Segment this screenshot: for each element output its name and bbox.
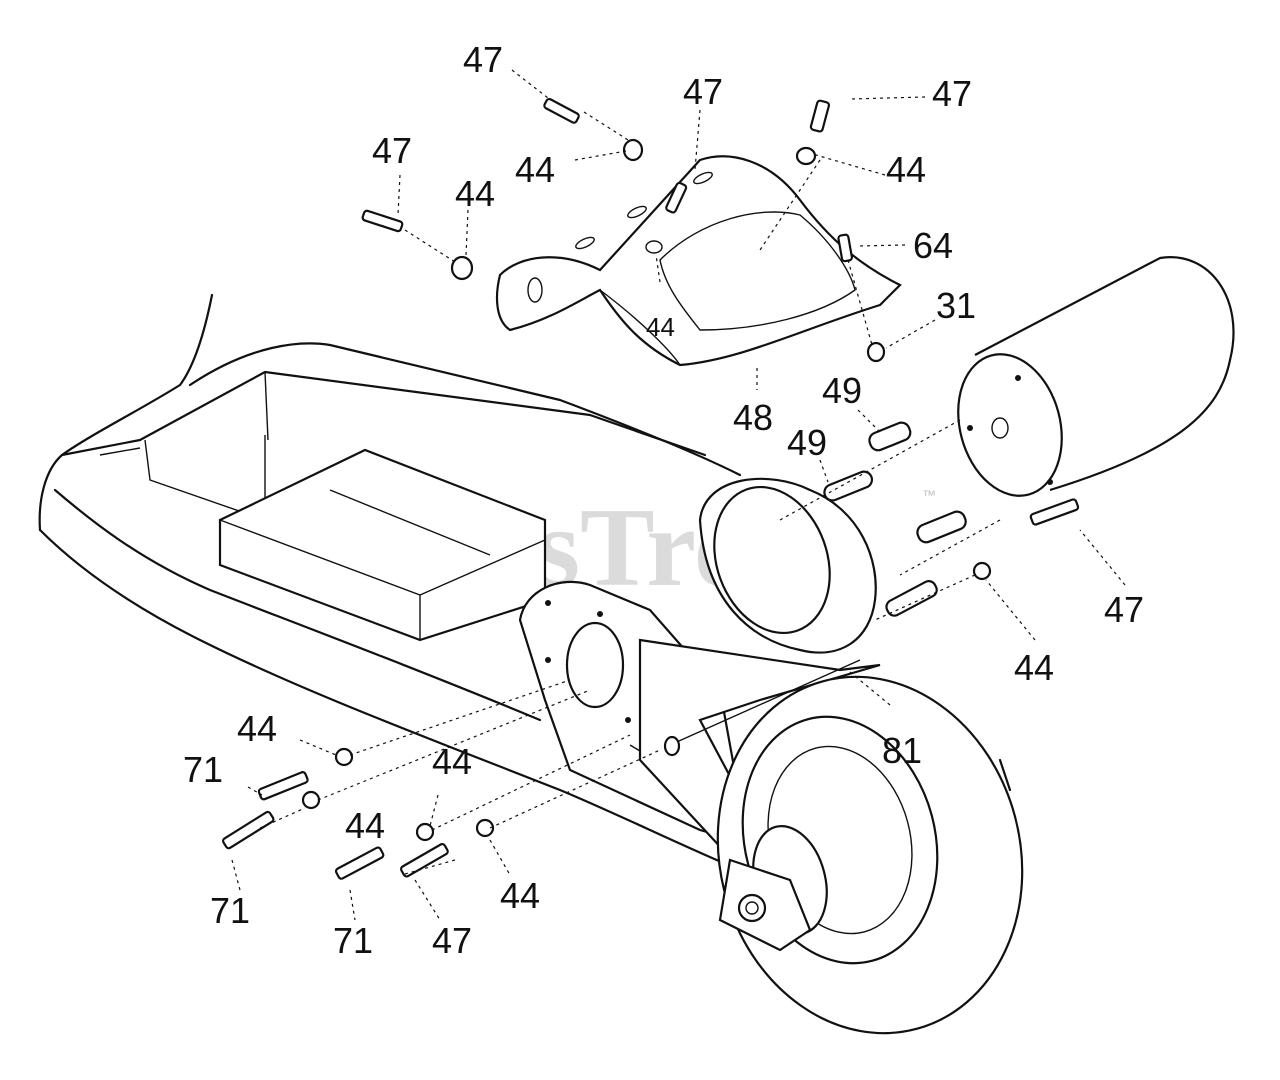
callout-47: 47: [683, 71, 723, 112]
bolts: [222, 97, 1080, 880]
callout-31: 31: [936, 285, 976, 326]
callout-64: 64: [913, 225, 953, 266]
motor-cover: [495, 155, 902, 367]
callout-44: 44: [1014, 647, 1054, 688]
callout-47: 47: [932, 73, 972, 114]
callout-44: 44: [515, 149, 555, 190]
callout-44: 44: [432, 741, 472, 782]
callout-47: 47: [1104, 589, 1144, 630]
callout-44: 44: [345, 805, 385, 846]
washers: [301, 138, 992, 842]
callout-47: 47: [372, 130, 412, 171]
rear-wheel: [716, 675, 1024, 1035]
callout-81: 81: [882, 730, 922, 771]
scooter-frame: [38, 293, 742, 872]
callout-47: 47: [432, 920, 472, 961]
callout-labels: 47 47 47 47 44 44 44 44 64 31 49 48 49 4…: [183, 39, 1144, 961]
callout-47: 47: [463, 39, 503, 80]
callout-71: 71: [333, 920, 373, 961]
callout-49: 49: [787, 422, 827, 463]
callout-48: 48: [733, 397, 773, 438]
callout-49: 49: [822, 370, 862, 411]
callout-44: 44: [886, 149, 926, 190]
battery-box: [218, 448, 547, 642]
callout-71: 71: [210, 890, 250, 931]
callout-44: 44: [455, 173, 495, 214]
chain-guard: [698, 477, 877, 654]
spacers: [823, 421, 967, 617]
swing-arm: [638, 638, 881, 892]
watermark-trademark: ™: [922, 487, 936, 503]
callout-44: 44: [237, 708, 277, 749]
callout-44: 44: [646, 312, 675, 342]
callout-71: 71: [183, 749, 223, 790]
electric-motor: [957, 256, 1235, 497]
callout-44: 44: [500, 875, 540, 916]
leader-lines: [231, 69, 1126, 921]
